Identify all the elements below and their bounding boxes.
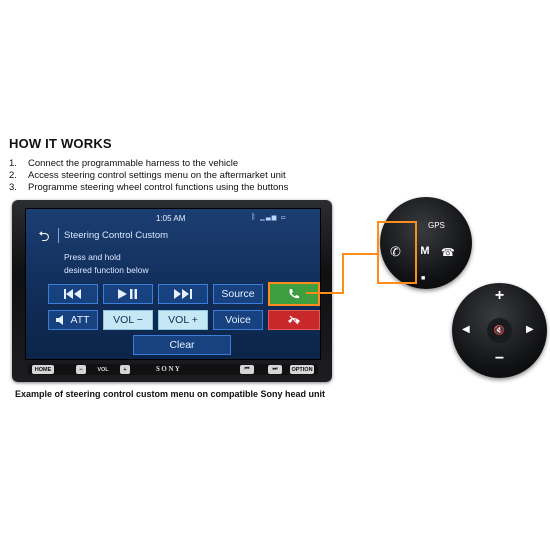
step-text: Connect the programmable harness to the …: [28, 158, 239, 169]
att-button[interactable]: ATT: [48, 310, 98, 330]
title-divider: [58, 228, 299, 243]
caption: Example of steering control custom menu …: [15, 389, 326, 399]
step-number: 3.: [9, 182, 17, 193]
bezel-prev-button[interactable]: ⏮: [240, 365, 254, 374]
voice-button[interactable]: Voice: [213, 310, 263, 330]
step-1: 1. Connect the programmable harness to th…: [9, 158, 238, 169]
mute-button[interactable]: 🔇: [487, 318, 512, 343]
bezel-plus-button[interactable]: +: [120, 365, 130, 374]
next-track-button[interactable]: [158, 284, 208, 304]
volume-up-button[interactable]: VOL +: [158, 310, 208, 330]
skip-forward-icon: [174, 289, 192, 299]
status-icons: ᛒ ▁▃▅ ▭: [251, 212, 287, 221]
step-3: 3. Programme steering wheel control funct…: [9, 182, 288, 193]
source-button[interactable]: Source: [213, 284, 263, 304]
speaker-icon: [56, 315, 64, 325]
step-number: 1.: [9, 158, 17, 169]
bezel-next-button[interactable]: ⏭: [268, 365, 282, 374]
home-button[interactable]: HOME: [32, 365, 54, 374]
head-unit-screen: 1:05 AM ᛒ ▁▃▅ ▭ ⮌ Steering Control Custo…: [25, 208, 321, 360]
play-pause-icon: [118, 289, 137, 299]
phone-icon: [289, 289, 299, 299]
connector-line: [306, 292, 344, 294]
brand-logo: SONY: [156, 365, 182, 373]
volume-up-button[interactable]: +: [494, 287, 505, 304]
phone-icon[interactable]: ✆: [390, 244, 401, 259]
clock: 1:05 AM: [156, 214, 186, 223]
instruction-line-1: Press and hold: [64, 252, 121, 262]
instruction-line-2: desired function below: [64, 265, 149, 275]
bezel-button-bar: HOME − VOL + SONY ⏮ ⏭ OPTION: [28, 364, 318, 375]
hang-up-button[interactable]: [268, 310, 320, 330]
bluetooth-icon: ᛒ: [251, 212, 257, 221]
battery-icon: ▭: [280, 212, 287, 221]
volume-down-button[interactable]: VOL −: [103, 310, 153, 330]
left-arrow-icon[interactable]: ◀: [462, 324, 470, 335]
connector-line: [342, 253, 344, 294]
previous-track-button[interactable]: [48, 284, 98, 304]
remote-volume-pad: + − ◀ ▶ 🔇: [452, 283, 547, 378]
stop-icon[interactable]: ■: [421, 275, 426, 282]
volume-down-button[interactable]: −: [494, 350, 505, 367]
bezel-minus-button[interactable]: −: [76, 365, 86, 374]
hang-up-icon: [288, 315, 300, 325]
signal-icon: ▁▃▅: [260, 212, 278, 221]
hang-up-icon[interactable]: ☎: [441, 247, 455, 259]
step-number: 2.: [9, 170, 17, 181]
connector-line: [342, 253, 378, 255]
call-button[interactable]: [268, 282, 320, 306]
step-2: 2. Access steering control settings menu …: [9, 170, 286, 181]
highlight-frame: [377, 221, 417, 284]
section-heading: HOW IT WORKS: [9, 136, 112, 151]
step-text: Access steering control settings menu on…: [28, 170, 286, 181]
gps-label: GPS: [428, 221, 445, 230]
option-button[interactable]: OPTION: [290, 365, 314, 374]
step-text: Programme steering wheel control functio…: [28, 182, 289, 193]
right-arrow-icon[interactable]: ▶: [526, 324, 534, 335]
mode-button[interactable]: M: [420, 245, 430, 257]
play-pause-button[interactable]: [103, 284, 153, 304]
skip-back-icon: [64, 289, 81, 299]
bezel-vol-label: VOL: [97, 366, 109, 373]
screen-title: Steering Control Custom: [64, 230, 169, 241]
att-label: ATT: [70, 314, 90, 326]
remote-phone-pad: GPS M ☎ ■: [380, 197, 472, 289]
head-unit: 1:05 AM ᛒ ▁▃▅ ▭ ⮌ Steering Control Custo…: [12, 200, 332, 382]
back-arrow-icon[interactable]: ⮌: [38, 228, 50, 244]
clear-button[interactable]: Clear: [133, 335, 231, 355]
